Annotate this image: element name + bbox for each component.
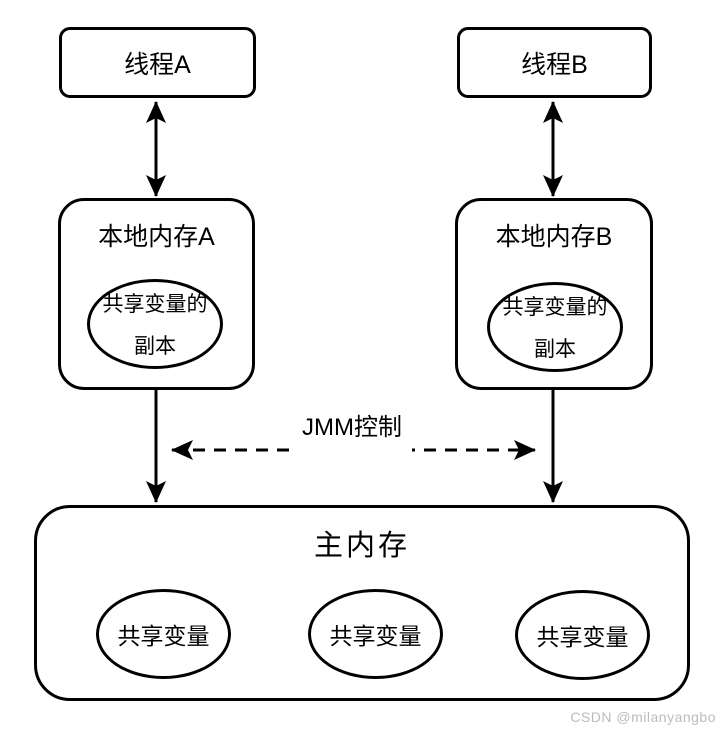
local-memory-b-box: 本地内存B 共享变量的 副本 [455,198,653,390]
local-memory-a-box: 本地内存A 共享变量的 副本 [58,198,255,390]
shared-variable-copy-b-ellipse: 共享变量的 副本 [487,282,623,372]
shared-variable-2-label: 共享变量 [329,623,422,649]
shared-variable-copy-b-line1: 共享变量的 [502,295,608,319]
main-memory-box: 主内存 共享变量 共享变量 共享变量 [34,505,690,701]
thread-b-box: 线程B [457,27,652,98]
shared-variable-copy-a-ellipse: 共享变量的 副本 [87,279,223,369]
shared-variable-2-ellipse: 共享变量 [308,589,443,679]
main-memory-label: 主内存 [313,530,410,562]
local-memory-a-label: 本地内存A [98,223,215,251]
shared-variable-copy-b-line2: 副本 [534,337,576,361]
shared-variable-copy-a-line1: 共享变量的 [102,292,208,316]
thread-a-box: 线程A [59,27,256,98]
jmm-control-label: JMM控制 [292,412,412,453]
csdn-watermark: CSDN @milanyangbo [570,709,716,725]
thread-a-label: 线程A [124,50,191,79]
local-memory-b-label: 本地内存B [495,223,613,251]
shared-variable-1-ellipse: 共享变量 [96,589,231,679]
shared-variable-copy-a-line2: 副本 [134,334,176,358]
shared-variable-3-ellipse: 共享变量 [515,590,650,680]
shared-variable-3-label: 共享变量 [536,624,629,650]
shared-variable-1-label: 共享变量 [117,623,210,649]
thread-b-label: 线程B [521,50,588,79]
